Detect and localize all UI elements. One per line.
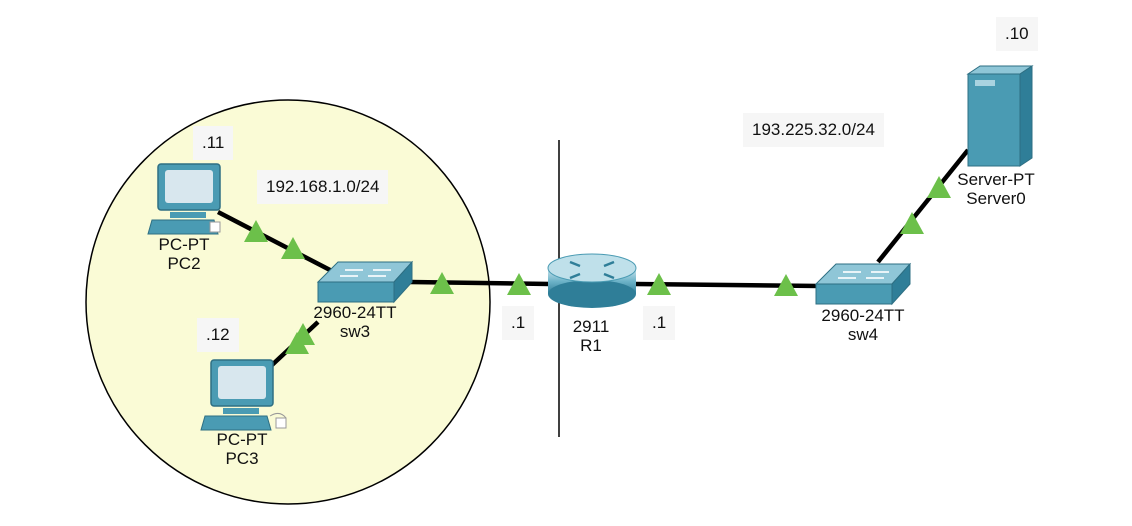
link-up-icon: [244, 220, 268, 242]
link-up-icon: [430, 272, 454, 294]
sw4-type-label: 2960-24TT: [821, 306, 905, 325]
sw3-switch-icon[interactable]: [316, 260, 414, 304]
pc3-computer-icon[interactable]: [200, 359, 287, 431]
pc2-label: PC-PT PC2: [144, 235, 224, 273]
lan-network-note: 192.168.1.0/24: [257, 170, 389, 204]
wan-network-note: 193.225.32.0/24: [743, 113, 884, 147]
pc2-ip-note: .11: [193, 126, 234, 160]
sw4-switch-icon[interactable]: [814, 262, 912, 306]
pc2-type-label: PC-PT: [158, 235, 210, 254]
link-up-icon: [927, 176, 951, 198]
link-sw3-r1[interactable]: [409, 279, 551, 287]
r1-label: 2911 R1: [556, 317, 626, 355]
pc2-name-label: PC2: [167, 254, 201, 273]
pc3-label: PC-PT PC3: [202, 430, 282, 468]
link-up-icon: [900, 212, 924, 234]
r1-type-label: 2911: [572, 317, 610, 336]
link-up-icon: [281, 237, 305, 259]
pc3-name-label: PC3: [225, 449, 259, 468]
sw4-label: 2960-24TT sw4: [808, 306, 918, 344]
server0-ip-note: .10: [996, 17, 1038, 51]
pc3-type-label: PC-PT: [216, 430, 268, 449]
sw4-name-label: sw4: [847, 325, 879, 344]
r1-name-label: R1: [580, 336, 602, 355]
server0-server-icon[interactable]: [966, 65, 1034, 167]
link-up-icon: [285, 332, 309, 354]
server0-name-label: Server0: [966, 189, 1026, 208]
link-sw4-server0[interactable]: [876, 148, 970, 264]
link-up-icon: [507, 273, 531, 295]
link-status-indicators: [244, 176, 951, 354]
lan-area-circle: [85, 99, 491, 505]
r1-left-ip-note: .1: [502, 306, 535, 340]
pc3-ip-note: .12: [197, 318, 239, 352]
sw3-label: 2960-24TT sw3: [300, 303, 410, 341]
link-up-icon: [774, 274, 798, 296]
r1-right-ip-note: .1: [643, 306, 676, 340]
pc2-computer-icon[interactable]: [147, 163, 221, 235]
r1-router-icon[interactable]: [547, 253, 637, 308]
link-up-icon: [647, 273, 671, 295]
sw3-type-label: 2960-24TT: [313, 303, 397, 322]
sw3-name-label: sw3: [339, 322, 371, 341]
link-pc2-sw3[interactable]: [216, 210, 332, 272]
server0-label: Server-PT Server0: [946, 170, 1046, 208]
server0-type-label: Server-PT: [957, 170, 1035, 189]
